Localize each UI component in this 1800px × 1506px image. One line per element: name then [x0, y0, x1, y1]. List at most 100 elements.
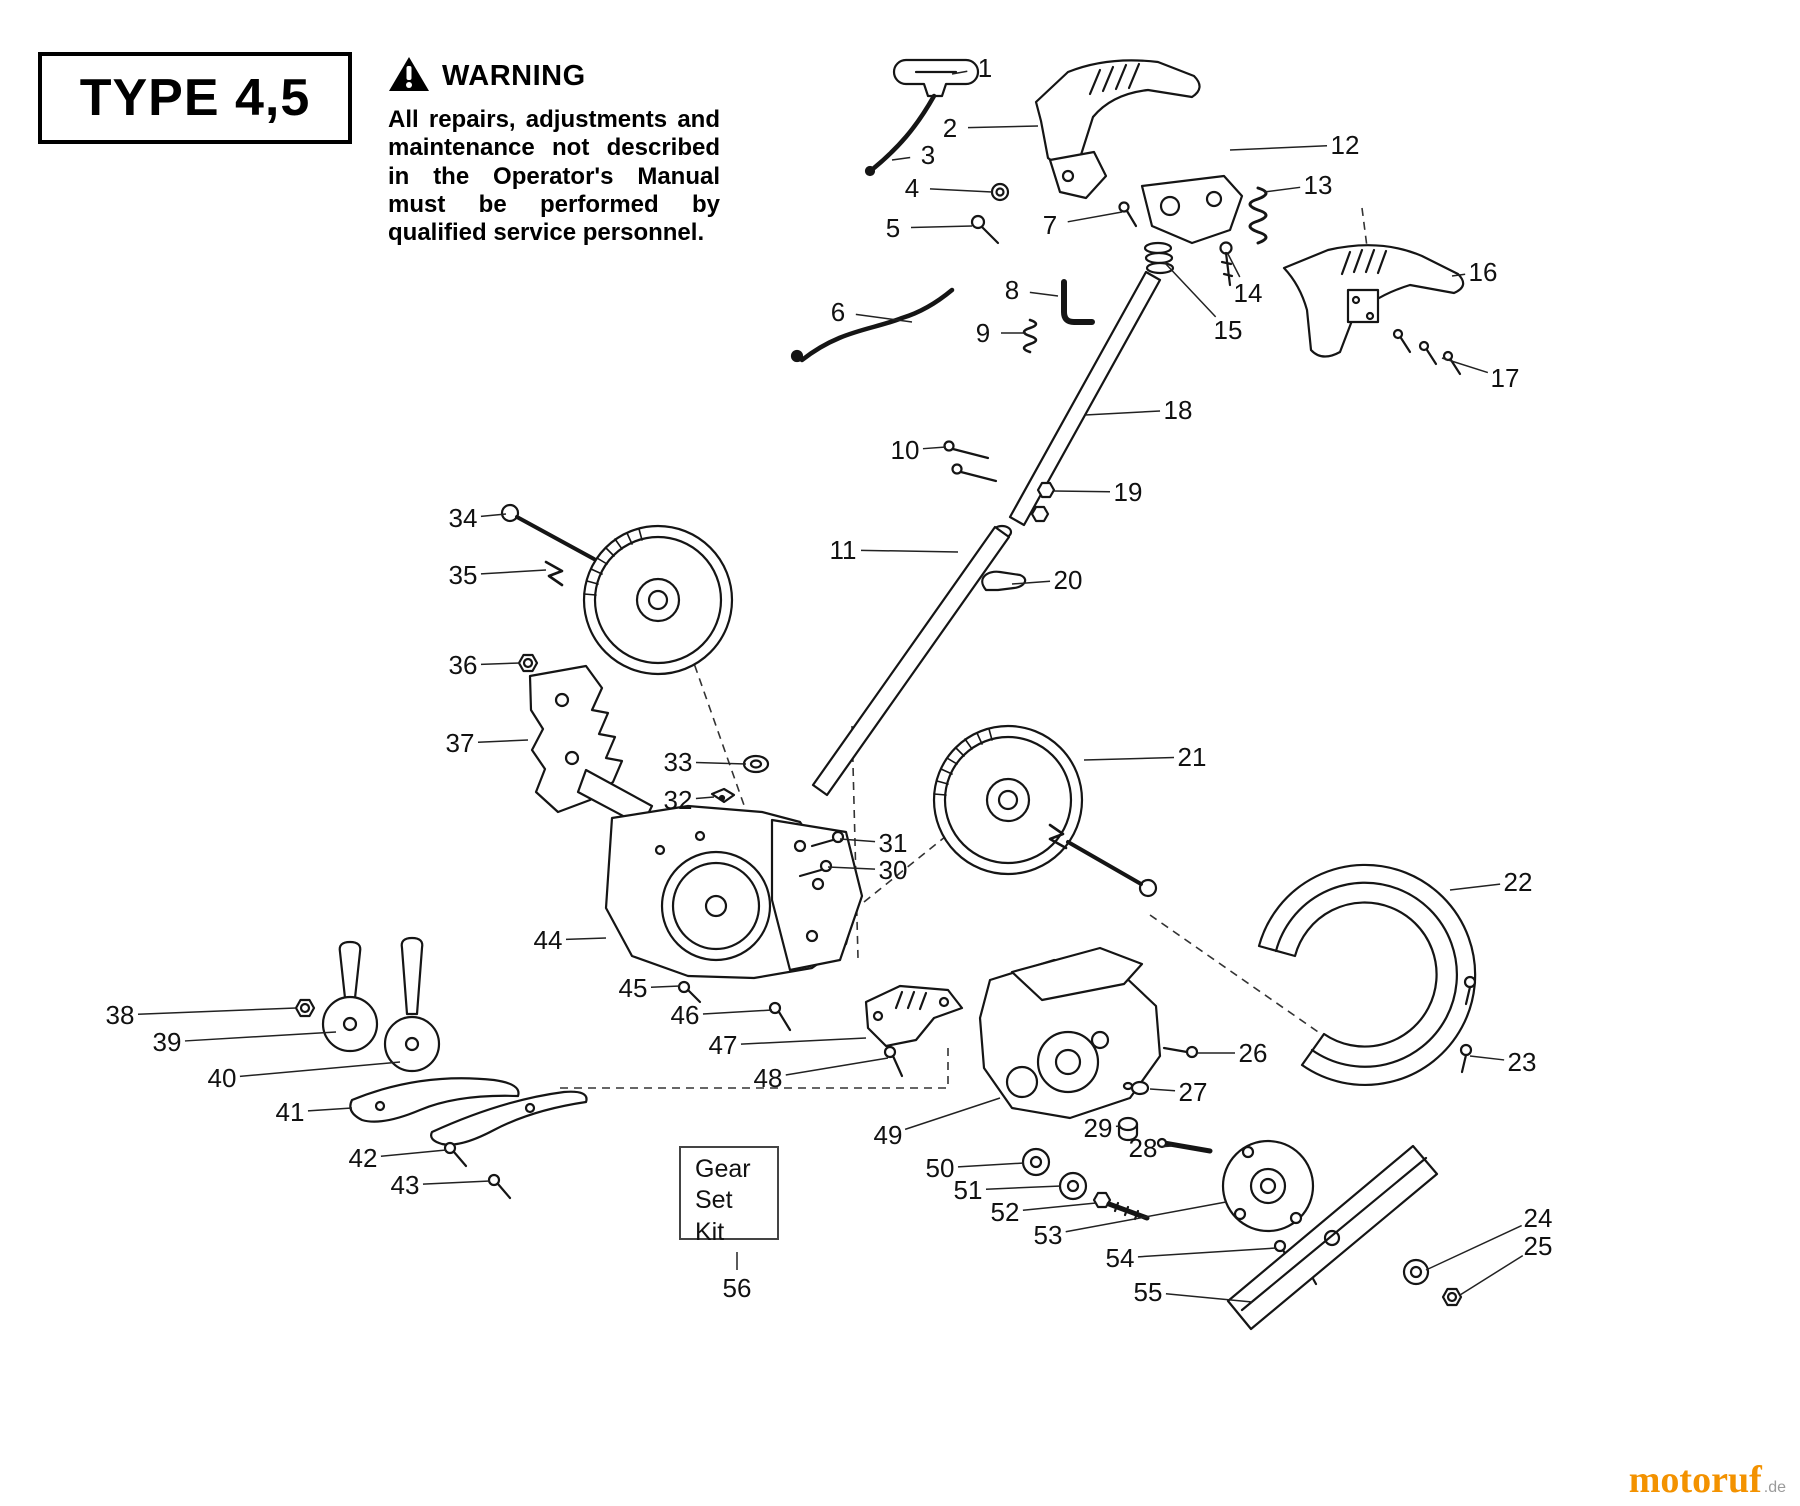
- part-number-45: 45: [619, 973, 648, 1003]
- leader-line-35: [480, 569, 547, 575]
- part-number-29: 29: [1084, 1113, 1113, 1143]
- drive-shaft: [811, 270, 1162, 797]
- leader-line-27: [1149, 1088, 1176, 1092]
- part-number-7: 7: [1043, 210, 1057, 240]
- mounting-bracket: [528, 664, 654, 828]
- part-number-40: 40: [208, 1063, 237, 1093]
- leader-line-2: [967, 125, 1039, 129]
- part-number-8: 8: [1005, 275, 1019, 305]
- part-number-31: 31: [879, 828, 908, 858]
- part-number-55: 55: [1134, 1277, 1163, 1307]
- part-number-22: 22: [1504, 867, 1533, 897]
- type-label-box: TYPE 4,5: [38, 52, 352, 144]
- leader-line-44: [565, 937, 607, 941]
- part-number-23: 23: [1508, 1047, 1537, 1077]
- part-number-39: 39: [153, 1027, 182, 1057]
- leader-line-5: [910, 225, 973, 229]
- leader-line-51: [985, 1185, 1062, 1190]
- leader-line-1: [951, 70, 968, 75]
- part-number-36: 36: [449, 650, 478, 680]
- part-number-43: 43: [391, 1170, 420, 1200]
- part-number-25: 25: [1524, 1231, 1553, 1261]
- leader-line-41: [307, 1107, 353, 1112]
- part-number-51: 51: [954, 1175, 983, 1205]
- part-number-18: 18: [1164, 395, 1193, 425]
- part-number-1: 1: [978, 53, 992, 83]
- watermark: motoruf .de: [1629, 1458, 1786, 1502]
- leader-line-40: [239, 1061, 401, 1078]
- leader-line-38: [137, 1007, 297, 1016]
- leader-line-6: [855, 313, 913, 323]
- leader-line-16: [1451, 273, 1466, 277]
- rear-axle: [1048, 823, 1158, 898]
- part-number-9: 9: [976, 318, 990, 348]
- part-number-34: 34: [449, 503, 478, 533]
- leader-line-25: [1459, 1254, 1524, 1296]
- part-number-26: 26: [1239, 1038, 1268, 1068]
- leader-line-20: [1011, 580, 1051, 585]
- gear-kit-line-2: Set: [695, 1186, 733, 1215]
- warning-title: WARNING: [442, 60, 586, 92]
- part-number-13: 13: [1304, 170, 1333, 200]
- leader-line-23: [1469, 1055, 1505, 1061]
- gear-kit-line-3: Kit: [695, 1217, 725, 1246]
- part-number-20: 20: [1054, 565, 1083, 595]
- leader-line-4: [929, 188, 993, 193]
- leader-line-33: [695, 761, 747, 765]
- leader-line-21: [1083, 756, 1175, 761]
- lower-gear-housing: [978, 946, 1213, 1154]
- part-number-44: 44: [534, 925, 563, 955]
- callout-layer: 1234567891011121314151617181920212223242…: [106, 53, 1553, 1307]
- clamp-bracket: [864, 984, 964, 1078]
- part-number-41: 41: [276, 1097, 305, 1127]
- front-axle: [500, 503, 596, 673]
- leader-line-46: [702, 1009, 773, 1015]
- leader-line-24: [1425, 1224, 1522, 1271]
- leader-line-18: [1084, 410, 1161, 416]
- part-number-24: 24: [1524, 1203, 1553, 1233]
- leader-line-55: [1165, 1292, 1253, 1303]
- leader-line-14: [1227, 253, 1241, 278]
- part-number-5: 5: [886, 213, 900, 243]
- part-number-15: 15: [1214, 315, 1243, 345]
- leader-line-22: [1449, 883, 1501, 891]
- part-number-28: 28: [1129, 1133, 1158, 1163]
- cable: [790, 287, 955, 363]
- leader-line-12: [1229, 145, 1328, 151]
- leader-line-36: [480, 662, 521, 666]
- leader-line-50: [957, 1162, 1025, 1168]
- part-number-46: 46: [671, 1000, 700, 1030]
- leader-line-48: [785, 1057, 889, 1076]
- part-number-17: 17: [1491, 363, 1520, 393]
- leader-line-45: [650, 985, 681, 988]
- leader-line-28: [1160, 1145, 1173, 1148]
- part-number-32: 32: [664, 785, 693, 815]
- part-number-4: 4: [905, 173, 919, 203]
- leader-line-13: [1263, 186, 1301, 193]
- leader-line-32: [695, 796, 715, 800]
- part-number-49: 49: [874, 1120, 903, 1150]
- leader-line-53: [1065, 1201, 1227, 1233]
- part-number-3: 3: [921, 140, 935, 170]
- edger-blades: [294, 936, 588, 1200]
- part-number-21: 21: [1178, 742, 1207, 772]
- part-number-38: 38: [106, 1000, 135, 1030]
- part-number-42: 42: [349, 1143, 378, 1173]
- shaft-hardware: [943, 440, 1056, 592]
- part-number-14: 14: [1234, 278, 1263, 308]
- part-number-54: 54: [1106, 1243, 1135, 1273]
- part-number-33: 33: [664, 747, 693, 777]
- blade-drive-hardware: [1021, 1139, 1463, 1331]
- watermark-name: motoruf: [1628, 1459, 1762, 1501]
- leader-line-15: [1163, 261, 1217, 318]
- leader-line-39: [184, 1031, 337, 1042]
- leader-line-43: [422, 1180, 491, 1185]
- part-number-50: 50: [926, 1153, 955, 1183]
- warning-block: WARNING All repairs, adjustments and mai…: [388, 55, 720, 248]
- leader-line-49: [904, 1097, 1001, 1131]
- upper-handle: [1034, 59, 1201, 200]
- locking-pin: [1022, 279, 1095, 354]
- leader-line-11: [860, 549, 959, 553]
